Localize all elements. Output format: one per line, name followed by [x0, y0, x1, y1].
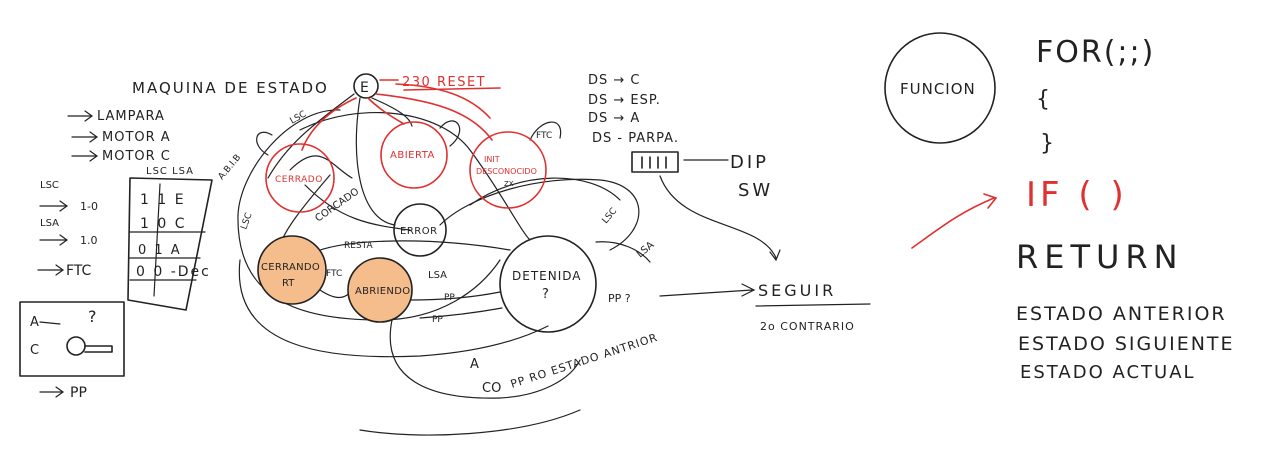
seguir-label: SEGUIR: [758, 281, 836, 300]
sw-label: SW: [738, 180, 773, 201]
legend-pp: PP: [70, 385, 87, 401]
ds-c: DS → C: [588, 73, 641, 88]
reset-label: 230 RESET: [402, 75, 486, 90]
legend-row-lsc: 1-0: [80, 200, 98, 213]
label-lsc-c: LSC: [601, 206, 620, 225]
label-ftc-1: FTC: [326, 269, 342, 279]
state-cerrando-label: CERRANDO: [261, 262, 320, 273]
legend-lsc: LSC: [40, 180, 59, 191]
state-desconocido-init: INIT: [484, 155, 500, 164]
seguir-arrow: [659, 283, 756, 297]
dip-switch-box: [631, 151, 679, 173]
contrario-label: 2o CONTRARIO: [760, 320, 855, 333]
legend-motor-c: MOTOR C: [102, 149, 171, 164]
legend-ftc: FTC: [66, 263, 92, 279]
estado-siguiente: ESTADO SIGUIENTE: [1018, 333, 1235, 355]
if-label: IF ( ): [1026, 175, 1128, 215]
state-cerrado: CERRADO: [265, 143, 335, 213]
ds-a: DS → A: [588, 111, 640, 126]
table-header: LSC LSA: [146, 166, 194, 177]
state-desconocido-label: DESCONOCIDO: [476, 167, 537, 176]
label-pp-estado: PP RO ESTADO ANTRIOR: [509, 331, 660, 391]
label-zx: ZX: [504, 180, 514, 188]
ds-notes: DS → C DS → ESP. DS → A DS - PARPA. DIP …: [588, 73, 871, 333]
label-abiertb: A.B.I.B: [217, 153, 244, 182]
legend-lampara: LAMPARA: [97, 109, 165, 124]
funcion-circle: [884, 32, 996, 144]
transitions: [237, 93, 651, 436]
ds-esp: DS → ESP.: [588, 93, 661, 108]
table-row-3: 0 1 A: [138, 243, 182, 258]
seguir-underline: [755, 303, 871, 307]
label-restart: RESTA: [344, 241, 373, 251]
legend-row-lsa: 1.0: [80, 234, 98, 247]
if-arrow: [911, 193, 998, 249]
reset-underline: [403, 87, 501, 91]
reset-transitions: [301, 83, 493, 151]
key-icon: [66, 336, 86, 356]
dip-to-seguir-arrow: [659, 175, 781, 262]
key-box-c: C: [30, 343, 39, 358]
label-lsa-a: LSA: [428, 270, 447, 281]
state-cerrado-label: CERRADO: [275, 175, 323, 185]
initial-node-label: E: [360, 80, 369, 96]
label-pp-1: PP: [444, 293, 455, 303]
state-abierta: ABIERTA: [380, 121, 448, 189]
open-brace: {: [1036, 87, 1050, 112]
truth-table: 1 1 E 1 0 C 0 1 A 0 0 -Dec: [127, 177, 213, 311]
outputs-legend: LAMPARA MOTOR A MOTOR C: [67, 109, 171, 164]
state-error-label: ERROR: [400, 226, 438, 237]
diagram-title: MAQUINA DE ESTADO: [132, 79, 329, 97]
key-box-question: ?: [88, 307, 97, 326]
state-detenida-label: DETENIDA: [512, 269, 582, 283]
legend-motor-a: MOTOR A: [102, 130, 171, 145]
state-abriendo-label: ABRIENDO: [355, 286, 410, 297]
state-abierta-label: ABIERTA: [390, 150, 435, 161]
label-pp-3: PP ?: [608, 292, 631, 305]
close-brace: }: [1040, 131, 1054, 156]
label-lsc-b: LSC: [239, 212, 254, 231]
label-lsc-a: LSC: [289, 109, 309, 126]
state-cerrando-sub: RT: [282, 278, 295, 289]
inputs-legend: LSC LSA LSC 1-0 LSA 1.0 FTC: [37, 166, 194, 279]
label-co: CO: [482, 381, 501, 396]
return-label: RETURN: [1016, 238, 1184, 276]
table-row-4: 0 0 -Dec: [136, 264, 211, 280]
for-label: FOR(;;): [1036, 35, 1155, 70]
label-ftc-2: FTC: [536, 131, 552, 141]
ds-parpa: DS - PARPA.: [592, 131, 679, 146]
label-a: A: [470, 357, 479, 372]
funcion-label: FUNCION: [900, 80, 976, 98]
dip-label: DIP: [730, 152, 769, 173]
table-row-2: 1 0 C: [140, 216, 187, 232]
key-box-a: A: [30, 315, 39, 330]
dip-switch-levers: [641, 156, 667, 169]
state-detenida: DETENIDA ?: [499, 235, 597, 333]
state-desconocido: INIT DESCONOCIDO: [469, 131, 547, 209]
code-notes: FUNCION FOR(;;) { } IF ( ) RETURN ESTADO…: [884, 32, 1235, 383]
initial-node: [353, 73, 379, 99]
table-row-1: 1 1 E: [140, 192, 186, 208]
state-detenida-sub: ?: [542, 287, 549, 302]
key-box: A ? C PP: [19, 301, 125, 401]
legend-lsa: LSA: [40, 218, 59, 229]
estado-actual: ESTADO ACTUAL: [1020, 362, 1196, 383]
state-cerrando: CERRANDO RT: [257, 235, 327, 305]
label-pp-2: PP: [432, 315, 443, 325]
state-error: ERROR: [393, 203, 447, 257]
state-abriendo: ABRIENDO: [347, 257, 413, 323]
key-shaft: [84, 345, 113, 353]
estado-anterior: ESTADO ANTERIOR: [1016, 303, 1227, 325]
